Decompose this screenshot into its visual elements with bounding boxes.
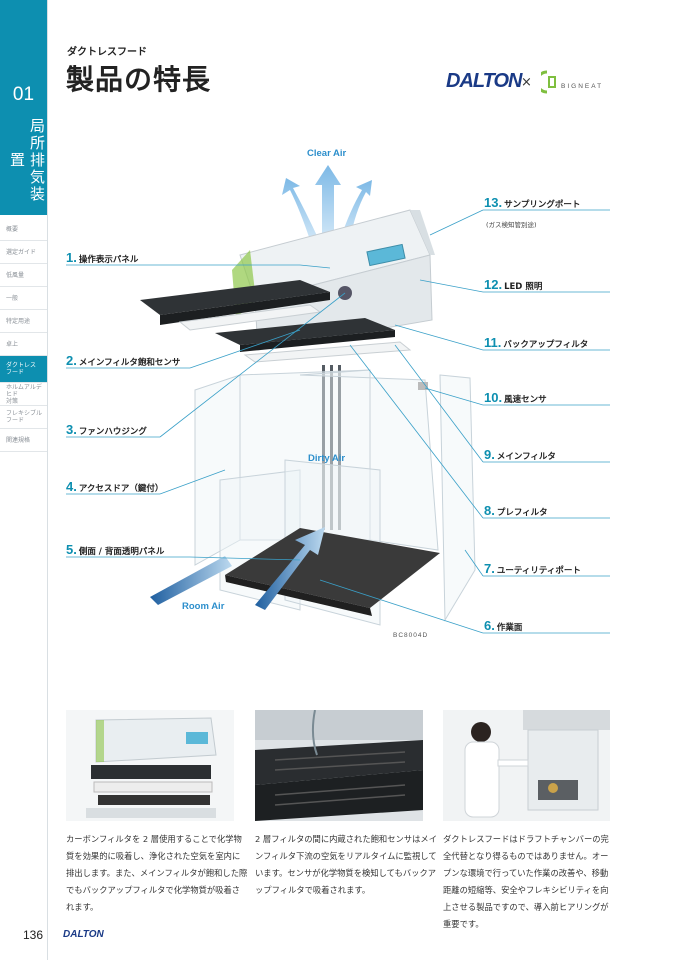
backup-filter: [215, 318, 412, 363]
left-label-text: アクセスドア（鍵付）: [78, 484, 164, 494]
right-label-7: 6.作業面: [484, 618, 522, 633]
bigneat-logo-icon: [541, 70, 556, 94]
right-label-1: 12.LED 照明: [484, 277, 542, 292]
main-filter: [140, 280, 330, 331]
right-label-5: 8.プレフィルタ: [484, 503, 548, 518]
photo-filter-layers: [255, 710, 423, 821]
sidebar-item-9[interactable]: 関連規格: [0, 429, 47, 452]
right-label-2: 11.バックアップフィルタ: [484, 335, 588, 350]
sidebar-item-2[interactable]: 低風量: [0, 264, 47, 287]
right-label-number: 6.: [484, 618, 495, 633]
right-label-text: 風速センサ: [504, 395, 547, 405]
left-label-number: 2.: [66, 353, 77, 368]
leader-lines: [66, 209, 610, 634]
page-subtitle: ダクトレスフード: [67, 47, 147, 58]
right-label-number: 8.: [484, 503, 495, 518]
sidebar: 01 局所排気装置 概要選定ガイド低風量一般特定用途卓上ダクトレス フードホルム…: [0, 0, 48, 960]
left-label-1: 2.メインフィルタ飽和センサ: [66, 353, 180, 368]
sidebar-item-8[interactable]: フレキシブル フード: [0, 406, 47, 429]
left-label-text: ファンハウジング: [78, 427, 147, 437]
caption-2: 2 層フィルタの間に内蔵された飽和センサはメインフィルタ下流の空気をリアルタイム…: [255, 834, 437, 895]
right-label-4: 9.メインフィルタ: [484, 447, 556, 462]
photo-lab-worker: [443, 710, 610, 821]
left-label-number: 5.: [66, 542, 77, 557]
sidebar-item-3[interactable]: 一般: [0, 287, 47, 310]
image-code: BC8004D: [393, 632, 429, 639]
left-label-number: 1.: [66, 250, 77, 265]
right-label-0: 13.サンプリングポート: [484, 195, 580, 210]
sidebar-item-6[interactable]: ダクトレス フード: [0, 356, 47, 383]
sidebar-item-0[interactable]: 概要: [0, 218, 47, 241]
dirty-air-bars: [322, 365, 341, 530]
right-label-6: 7.ユーティリティポート: [484, 561, 581, 576]
right-label-text: サンプリングポート: [504, 200, 581, 210]
page-title: 製品の特長: [66, 63, 212, 96]
caption-1: カーボンフィルタを 2 層使用することで化学物質を効果的に吸着し、浄化された空気…: [66, 834, 248, 912]
right-label-number: 13.: [484, 195, 503, 210]
sidebar-item-5[interactable]: 卓上: [0, 333, 47, 356]
right-label-text: LED 照明: [504, 282, 543, 292]
right-label-text: メインフィルタ: [496, 452, 556, 462]
work-surface: [225, 528, 440, 616]
dirty-air-label: Dirty Air: [308, 453, 346, 464]
left-label-number: 3.: [66, 422, 77, 437]
left-label-2: 3.ファンハウジング: [66, 422, 147, 437]
section-number: 01: [12, 84, 35, 105]
sidebar-nav: 概要選定ガイド低風量一般特定用途卓上ダクトレス フードホルムアルデヒド 対策フレ…: [0, 218, 47, 452]
right-label-number: 7.: [484, 561, 495, 576]
right-label-text: ユーティリティポート: [496, 566, 581, 576]
left-label-3: 4.アクセスドア（鍵付）: [66, 479, 163, 494]
page-number: 136: [23, 928, 44, 942]
left-label-number: 4.: [66, 479, 77, 494]
right-label-text: バックアップフィルタ: [503, 340, 589, 350]
photo-filter-unit: [66, 710, 234, 821]
right-label-number: 11.: [484, 335, 502, 350]
right-label-text: プレフィルタ: [496, 508, 548, 518]
right-label-number: 12.: [484, 277, 503, 292]
clear-air-arrows: [282, 165, 372, 240]
sidebar-item-7[interactable]: ホルムアルデヒド 対策: [0, 383, 47, 406]
left-label-4: 5.側面 / 背面透明パネル: [66, 542, 164, 557]
dalton-logo: DALTON: [446, 70, 522, 92]
right-label-number: 9.: [484, 447, 495, 462]
logo-separator: ×: [521, 75, 532, 90]
left-label-0: 1.操作表示パネル: [66, 250, 138, 265]
left-label-text: 操作表示パネル: [78, 255, 139, 265]
sidebar-item-1[interactable]: 選定ガイド: [0, 241, 47, 264]
right-label-number: 10.: [484, 390, 503, 405]
sampling-port-note: (ガス検知管別途): [486, 221, 537, 229]
right-label-text: 作業面: [496, 623, 523, 633]
right-label-3: 10.風速センサ: [484, 390, 547, 405]
left-label-text: メインフィルタ飽和センサ: [78, 358, 181, 368]
velocity-sensor: [418, 382, 428, 390]
clear-air-label: Clear Air: [307, 148, 347, 159]
caption-3: ダクトレスフードはドラフトチャンバーの完全代替となり得るものではありません。オー…: [443, 834, 609, 929]
section-title: 局所排気装置: [8, 117, 46, 203]
sidebar-item-4[interactable]: 特定用途: [0, 310, 47, 333]
bigneat-logo-text: BIGNEAT: [561, 83, 604, 90]
left-label-text: 側面 / 背面透明パネル: [78, 547, 165, 557]
footer-logo: DALTON: [63, 929, 104, 940]
room-air-arrows: [150, 527, 325, 610]
section-tab: 01 局所排気装置: [0, 0, 47, 215]
room-air-label: Room Air: [182, 601, 225, 612]
